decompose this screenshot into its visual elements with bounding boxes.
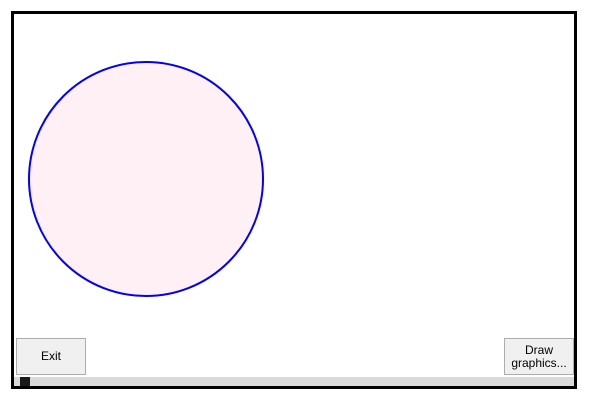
scrollbar-thumb[interactable]: [20, 377, 30, 386]
app-window: Exit Draw graphics...: [11, 11, 577, 389]
exit-button[interactable]: Exit: [16, 338, 86, 375]
draw-graphics-button[interactable]: Draw graphics...: [504, 338, 574, 375]
horizontal-scrollbar[interactable]: [14, 377, 574, 386]
drawn-circle: [28, 61, 264, 297]
canvas-svg: [28, 61, 264, 297]
drawing-canvas[interactable]: [14, 14, 574, 386]
